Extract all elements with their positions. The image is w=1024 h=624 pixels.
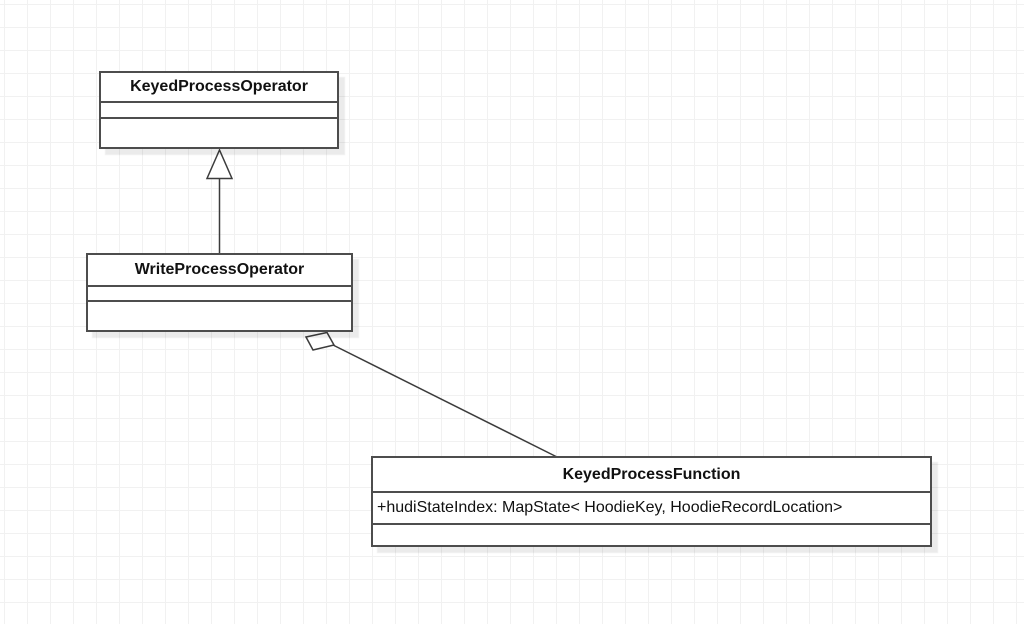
class-name-keyed-process-function: KeyedProcessFunction <box>373 458 930 493</box>
class-box-keyed-process-operator[interactable]: KeyedProcessOperator <box>99 71 339 149</box>
class-box-write-process-operator[interactable]: WriteProcessOperator <box>86 253 353 332</box>
methods-compartment <box>88 302 351 330</box>
attribute-hudi-state-index: +hudiStateIndex: MapState< HoodieKey, Ho… <box>377 499 843 516</box>
aggregation-connector[interactable] <box>304 331 558 458</box>
aggregation-diamond-icon <box>304 331 336 351</box>
methods-compartment <box>373 525 930 545</box>
class-box-keyed-process-function[interactable]: KeyedProcessFunction +hudiStateIndex: Ma… <box>371 456 932 547</box>
attributes-compartment: +hudiStateIndex: MapState< HoodieKey, Ho… <box>373 493 930 525</box>
class-name-write-process-operator: WriteProcessOperator <box>88 255 351 287</box>
inheritance-triangle-icon <box>205 148 234 180</box>
methods-compartment <box>101 119 337 147</box>
generalization-connector[interactable] <box>205 148 234 254</box>
attributes-compartment <box>88 287 351 302</box>
aggregation-line[interactable] <box>332 344 558 458</box>
class-name-keyed-process-operator: KeyedProcessOperator <box>101 73 337 103</box>
attributes-compartment <box>101 103 337 119</box>
